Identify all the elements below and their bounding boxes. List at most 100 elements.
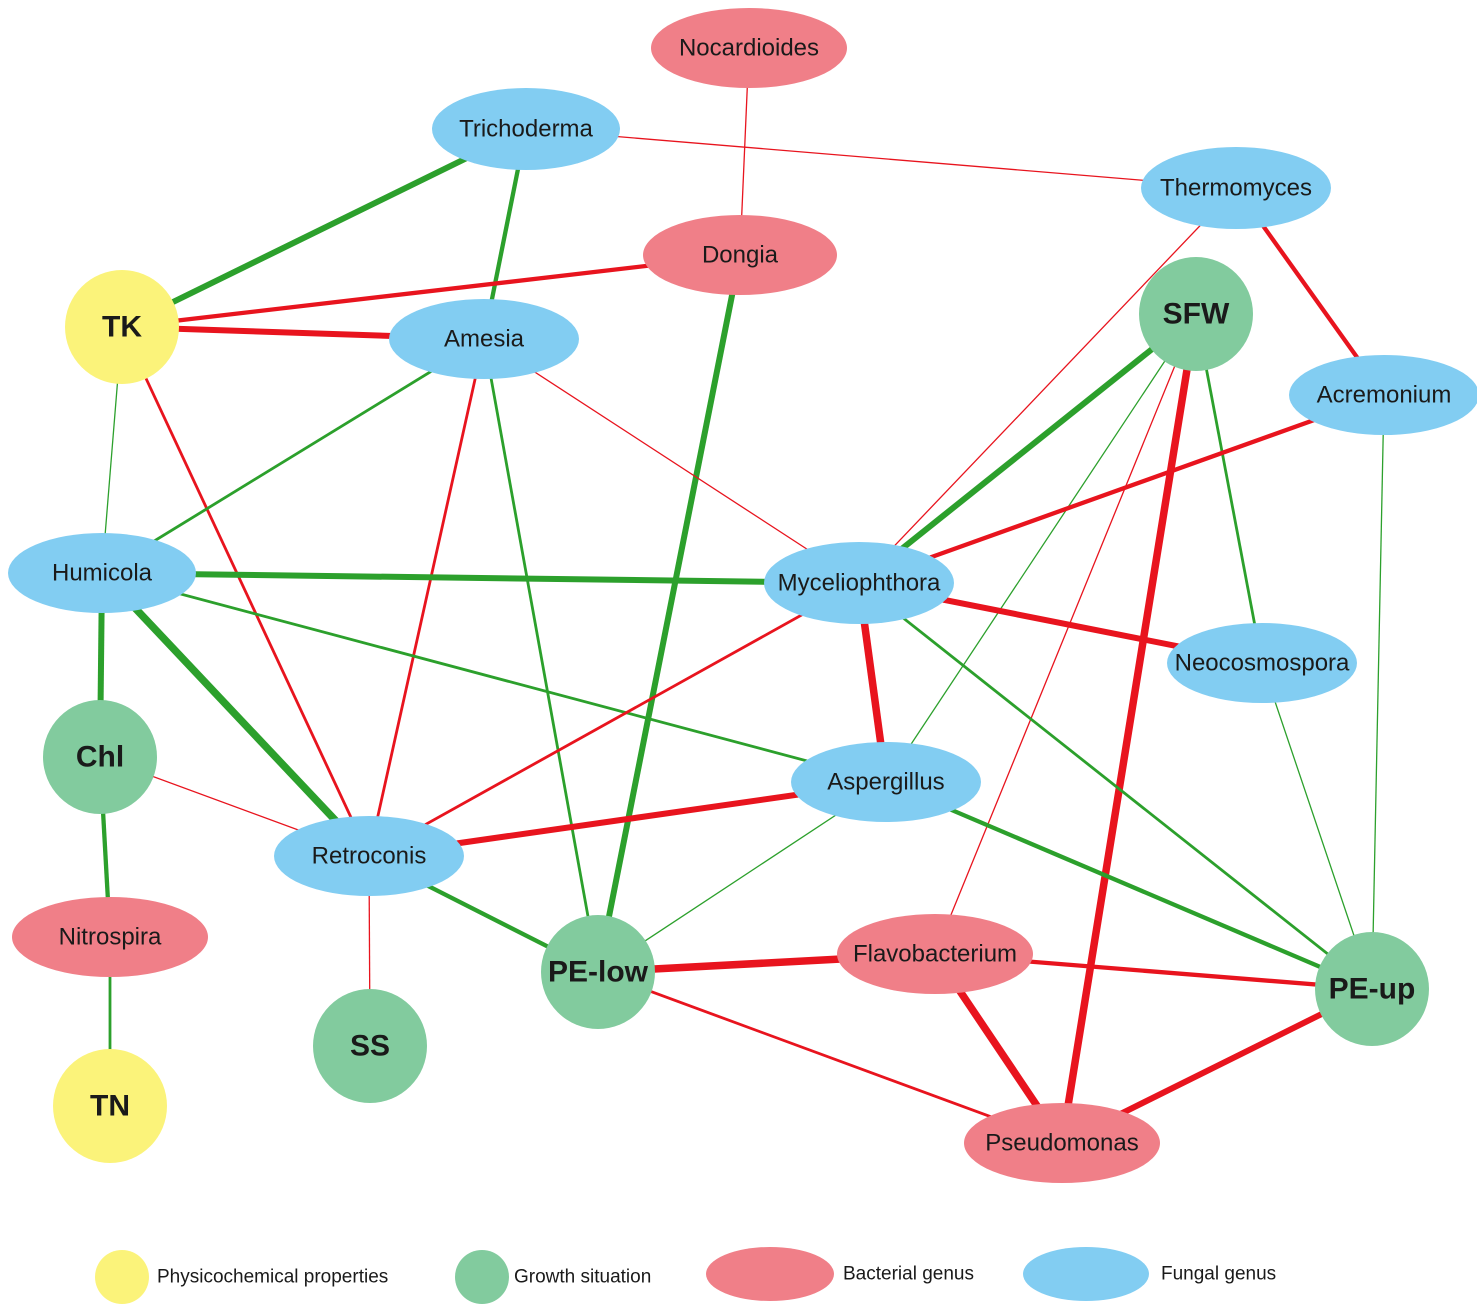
node-label-myceliophthora: Myceliophthora [778, 570, 941, 597]
node-label-aspergillus: Aspergillus [827, 769, 944, 796]
edge-trichoderma-tk [120, 126, 528, 330]
edge-myceliophthora-pe-up [858, 581, 1373, 991]
legend-item-growth: Growth situation [455, 1250, 651, 1304]
legend-swatch-growth [455, 1250, 509, 1304]
node-shape-amesia [389, 299, 579, 379]
node-aspergillus: Aspergillus [791, 742, 981, 822]
node-shape-nocardioides [651, 8, 847, 88]
node-neocosmospora: Neocosmospora [1167, 623, 1357, 703]
node-label-amesia: Amesia [444, 326, 525, 353]
node-tk: TK [65, 270, 179, 384]
edge-acremonium-pe-up [1371, 394, 1385, 990]
edge-sfw-pseudomonas [1058, 313, 1200, 1144]
legend: Physicochemical properties Growth situati… [95, 1247, 1276, 1304]
node-tn: TN [53, 1049, 167, 1163]
edge-aspergillus-pe-up [885, 780, 1373, 991]
legend-item-fungal: Fungal genus [1023, 1247, 1276, 1301]
node-label-pe-up: PE-up [1329, 973, 1416, 1006]
node-shape-retroconis [274, 816, 464, 896]
edge-sfw-flavobacterium [934, 313, 1197, 955]
node-shape-ss [313, 989, 427, 1103]
node-label-dongia: Dongia [702, 242, 779, 269]
node-nocardioides: Nocardioides [651, 8, 847, 88]
edge-humicola-retroconis [99, 570, 372, 859]
node-myceliophthora: Myceliophthora [764, 542, 954, 624]
node-label-neocosmospora: Neocosmospora [1175, 650, 1350, 677]
node-label-acremonium: Acremonium [1317, 382, 1452, 409]
edge-acremonium-myceliophthora [858, 392, 1385, 586]
node-shape-tn [53, 1049, 167, 1163]
edge-humicola-aspergillus [101, 571, 887, 784]
legend-item-physicochemical: Physicochemical properties [95, 1250, 388, 1304]
node-label-retroconis: Retroconis [312, 843, 427, 870]
node-label-humicola: Humicola [52, 560, 153, 587]
edge-neocosmospora-pe-up [1261, 662, 1373, 990]
node-label-pe-low: PE-low [548, 956, 649, 989]
node-shape-sfw [1139, 257, 1253, 371]
node-label-thermomyces: Thermomyces [1160, 175, 1312, 202]
node-label-sfw: SFW [1163, 298, 1230, 331]
node-label-nitrospira: Nitrospira [59, 924, 162, 951]
node-shape-humicola [8, 533, 196, 613]
node-ss: SS [313, 989, 427, 1103]
edge-thermomyces-myceliophthora [858, 187, 1237, 584]
edge-amesia-myceliophthora [483, 338, 860, 584]
node-label-chl: Chl [76, 741, 124, 774]
edge-trichoderma-thermomyces [525, 128, 1237, 189]
edge-dongia-pe-low [595, 254, 743, 973]
node-shape-neocosmospora [1167, 623, 1357, 703]
node-pe-up: PE-up [1315, 932, 1429, 1046]
edge-amesia-retroconis [367, 338, 486, 857]
node-shape-aspergillus [791, 742, 981, 822]
node-shape-myceliophthora [764, 542, 954, 624]
node-thermomyces: Thermomyces [1141, 147, 1331, 229]
node-chl: Chl [43, 700, 157, 814]
node-shape-chl [43, 700, 157, 814]
node-shape-acremonium [1289, 355, 1477, 435]
legend-item-bacterial: Bacterial genus [706, 1247, 974, 1301]
edge-humicola-myceliophthora [101, 570, 860, 586]
node-flavobacterium: Flavobacterium [837, 914, 1033, 994]
node-shape-trichoderma [432, 88, 620, 170]
node-retroconis: Retroconis [274, 816, 464, 896]
node-acremonium: Acremonium [1289, 355, 1477, 435]
node-label-nocardioides: Nocardioides [679, 35, 819, 62]
edge-dongia-tk [121, 252, 741, 330]
edge-tk-retroconis [120, 326, 371, 857]
node-nitrospira: Nitrospira [12, 897, 208, 977]
node-amesia: Amesia [389, 299, 579, 379]
node-label-tk: TK [102, 311, 142, 344]
edge-sfw-neocosmospora [1194, 313, 1264, 664]
node-pseudomonas: Pseudomonas [964, 1103, 1160, 1183]
legend-label-growth: Growth situation [514, 1267, 651, 1288]
legend-swatch-bacterial [706, 1247, 834, 1301]
node-shape-nitrospira [12, 897, 208, 977]
node-label-tn: TN [90, 1090, 130, 1123]
legend-swatch-physicochemical [95, 1250, 149, 1304]
node-shape-dongia [643, 215, 837, 295]
node-label-pseudomonas: Pseudomonas [985, 1130, 1138, 1157]
edge-pe-low-pseudomonas [597, 970, 1063, 1145]
edge-sfw-myceliophthora [857, 311, 1198, 586]
node-label-ss: SS [350, 1030, 390, 1063]
legend-swatch-fungal [1023, 1247, 1149, 1301]
edge-amesia-pe-low [482, 338, 600, 973]
legend-label-physicochemical: Physicochemical properties [157, 1267, 388, 1288]
node-trichoderma: Trichoderma [432, 88, 620, 170]
node-shape-pseudomonas [964, 1103, 1160, 1183]
edge-myceliophthora-retroconis [368, 581, 860, 858]
node-shape-thermomyces [1141, 147, 1331, 229]
node-shape-flavobacterium [837, 914, 1033, 994]
nodes-layer: NocardioidesTrichodermaThermomycesDongia… [8, 8, 1477, 1183]
edge-sfw-aspergillus [885, 313, 1197, 783]
node-humicola: Humicola [8, 533, 196, 613]
node-pe-low: PE-low [541, 915, 655, 1029]
node-label-trichoderma: Trichoderma [459, 116, 593, 143]
node-shape-pe-up [1315, 932, 1429, 1046]
node-shape-pe-low [541, 915, 655, 1029]
legend-label-bacterial: Bacterial genus [843, 1264, 974, 1285]
node-shape-tk [65, 270, 179, 384]
node-label-flavobacterium: Flavobacterium [853, 941, 1017, 968]
node-dongia: Dongia [643, 215, 837, 295]
